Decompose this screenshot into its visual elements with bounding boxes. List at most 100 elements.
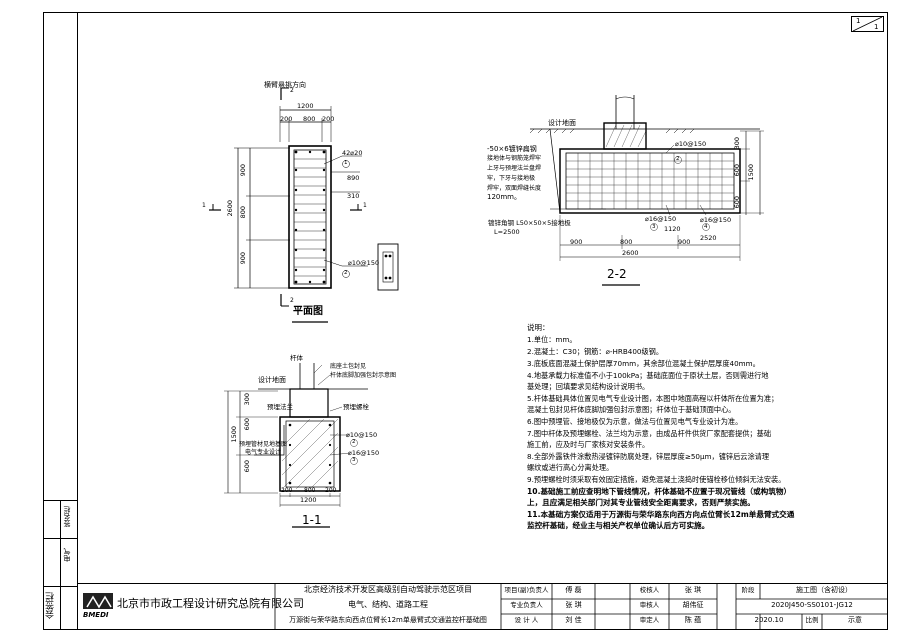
drawing-title: 万源街与荣华路东向西点位臂长12m单悬臂式交通监控杆基础图 <box>289 616 487 624</box>
margin-divider-3 <box>43 538 77 539</box>
s11-r2-mark: 3 <box>352 457 356 463</box>
scale-value: 示意 <box>848 616 862 624</box>
s22-dim-a: 900 <box>570 238 583 246</box>
s22-r-side1: ⌀16@150 <box>645 215 677 223</box>
s22-note4: 牢，下牙与接地极 <box>487 175 536 182</box>
sheet-total: 1 <box>874 23 879 31</box>
note-line-2: 2.混凝土：C30；钢筋：⌀-HRB400级钢。 <box>527 347 664 356</box>
s11-dim-b: 800 <box>304 487 316 494</box>
s22-r-side2: ⌀16@150 <box>700 216 732 224</box>
note-line-1: 1.单位：mm。 <box>527 335 577 344</box>
plan-dim-a: 200 <box>280 115 293 123</box>
role2-3: 审定人 <box>639 616 660 624</box>
plan-title: 平面图 <box>293 306 323 317</box>
role2-1: 校核人 <box>639 586 660 594</box>
note-line-6: 5.杆体基础具体位置见电气专业设计图，本图中地面高程以杆体所在位置为准； <box>527 394 779 403</box>
s22-r-top-mark: 2 <box>676 156 680 162</box>
s22-note1: -50×6镀锌扁钢 <box>487 145 537 153</box>
plan-section-top: 2 <box>290 87 294 94</box>
note-bold-2: 上，且应满足相关部门对其专业管线安全距离要求，否则严禁实施。 <box>527 498 755 507</box>
s11-concrete: 底座土包封见 <box>330 363 367 370</box>
s22-r-top: ⌀10@150 <box>675 140 707 148</box>
note-line-3: 3.底板底面混凝土保护层厚70mm，其余部位混凝土保护层厚度40mm。 <box>527 359 760 368</box>
s22-ground: 设计地面 <box>548 119 576 127</box>
note-line-11: 8.全部外露铁件涂敷热浸镀锌防腐处理，锌层厚度≥50μm，镀锌后云涂请理 <box>527 452 770 461</box>
title-block-grid <box>83 583 888 630</box>
role-3: 设 计 人 <box>514 616 539 624</box>
s22-r-side2-mark: 4 <box>704 224 708 230</box>
s22-dim-c: 900 <box>678 238 691 246</box>
note-line-12: 螺纹或进行高心分离处理。 <box>527 463 614 472</box>
section-11-drawing <box>224 363 368 528</box>
sheet-index-slash <box>852 16 883 32</box>
s11-r1: ⌀10@150 <box>346 431 378 439</box>
sheet-index-box <box>851 16 884 32</box>
name2-1: 张 琪 <box>684 586 702 594</box>
plan-dim-v-total: 2600 <box>226 200 234 217</box>
name-1: 傅 磊 <box>565 586 582 594</box>
s11-dim-total: 1200 <box>300 496 317 504</box>
s22-dim-h-total: 1500 <box>747 164 755 181</box>
plan-dim-c: 200 <box>322 115 335 123</box>
plan-section-bottom: 2 <box>290 297 294 304</box>
s22-note3: 上牙与预埋法兰盘焊 <box>487 165 542 172</box>
drawing-date: 2020.10 <box>754 616 784 624</box>
company-name: 北京市市政工程设计研究总院有限公司 <box>117 597 304 610</box>
role2-2: 审核人 <box>639 601 660 609</box>
s22-rod2: L=2500 <box>494 228 520 236</box>
note-line-5: 基处理；回填要求见结构设计说明书。 <box>527 382 650 391</box>
margin-divider-4 <box>43 586 77 587</box>
plan-dim-b: 800 <box>303 115 316 123</box>
margin-label-bottom: 会签栏 <box>46 592 56 619</box>
s11-r1-mark: 2 <box>352 439 356 445</box>
s22-note6: 120mm。 <box>487 193 521 201</box>
stage-label: 阶段 <box>741 586 755 594</box>
note-line-10: 施工前，应及时与厂家核对安装条件。 <box>527 440 650 449</box>
s22-dim-2520: 2520 <box>700 234 717 242</box>
note-line-4: 4.地基承载力标准值不小于100kPa；基础底面位于原状土层，否则需进行地 <box>527 371 769 380</box>
name2-2: 胡伟征 <box>682 601 704 609</box>
s11-dim-a: 200 <box>281 487 293 494</box>
role-1: 项目(副)负责人 <box>504 586 549 594</box>
name-2: 张 琪 <box>565 601 582 609</box>
s11-dim-h2: 600 <box>243 418 251 431</box>
s11-title: 1-1 <box>302 513 322 527</box>
plan-rebar2: ⌀10@150 <box>348 259 380 267</box>
plan-view-drawing <box>209 87 399 323</box>
scale-label: 比例 <box>805 616 819 624</box>
section-22-drawing <box>529 95 764 286</box>
project-line-1: 北京经济技术开发区高级别自动驾驶示范区项目 <box>304 585 472 594</box>
name-3: 刘 佳 <box>565 616 582 624</box>
name2-3: 陈 蕴 <box>684 616 702 624</box>
note-line-13: 9.预埋螺栓时须采取有效固定措施，避免混凝土浇捣时使锚栓移位倾斜无法安装。 <box>527 475 786 484</box>
note-bold-3: 11.本基础方案仅适用于万源街与荣华路东向西方向点位臂长12m单悬臂式交通 <box>527 510 795 519</box>
plan-section-left: 1 <box>202 202 206 209</box>
s22-note5: 焊牢，双面焊缝长度 <box>487 185 542 192</box>
title-block <box>77 583 888 630</box>
s22-dim-h1: 300 <box>733 137 741 150</box>
plan-dim-v-c: 900 <box>239 252 247 265</box>
s11-concrete2: 杆体底脚加强包封示意图 <box>330 372 397 379</box>
s22-dim-h2: 600 <box>733 164 741 177</box>
drawing-number: 2020J450-SS0101-JG12 <box>771 601 853 609</box>
note-line-8: 6.图中预埋管、接地极仅为示意，做法与位置见电气专业设计为准。 <box>527 417 743 426</box>
plan-dim-v-b: 800 <box>239 206 247 219</box>
margin-label-mid: 电气 <box>63 548 71 562</box>
s11-ground: 设计地面 <box>258 376 286 384</box>
plan-rebar1-mark: 1 <box>344 160 348 166</box>
notes-heading: 说明： <box>527 323 550 332</box>
note-bold-1: 10.基础施工前应查明地下管线情况，杆体基础不应置于现况管线（或构筑物） <box>527 487 792 496</box>
logo-text: BMEDI <box>83 611 109 619</box>
s22-note2: 接地体与钢筋笼焊牢 <box>487 155 542 162</box>
s22-title: 2-2 <box>607 267 627 281</box>
plan-section-right: 1 <box>363 202 367 209</box>
role-2: 专业负责人 <box>510 601 543 609</box>
s11-pipe2: 电气专业设计 <box>245 449 282 456</box>
s22-dim-h3: 600 <box>733 196 741 209</box>
s22-dim-1120: 1120 <box>664 225 681 233</box>
margin-label-top: 签名栏 <box>63 506 71 527</box>
plan-dim-total: 1200 <box>297 102 314 110</box>
project-line-2: 电气、结构、道路工程 <box>348 600 428 609</box>
s11-dim-h1: 300 <box>243 393 251 406</box>
stage-value: 施工图（含初设） <box>796 586 852 594</box>
